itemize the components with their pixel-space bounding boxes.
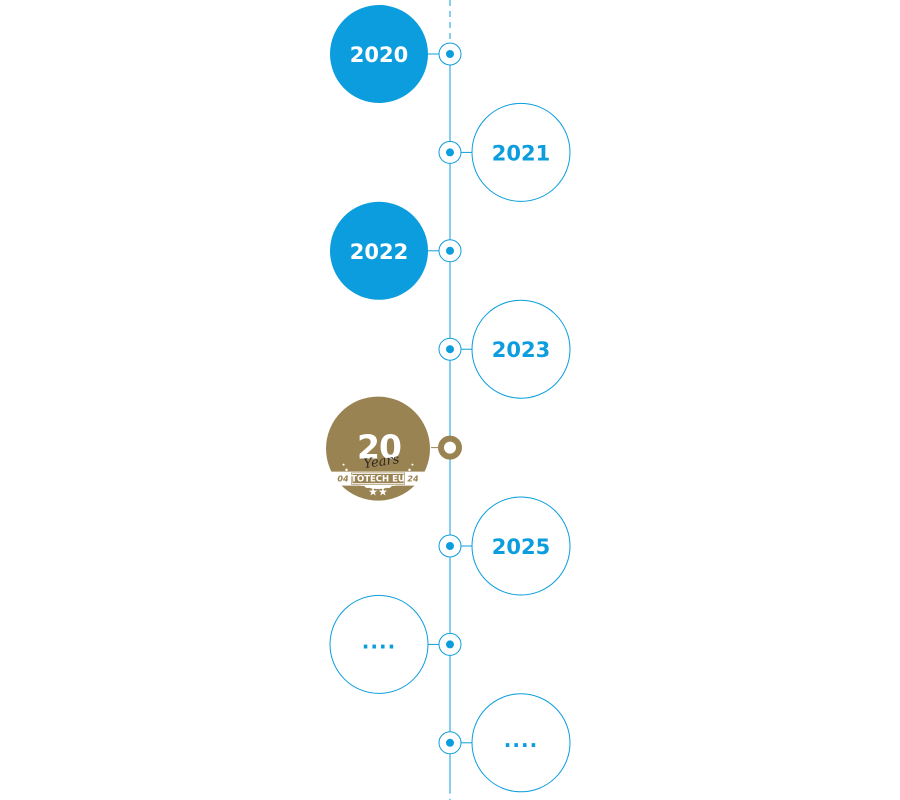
badge-years-word: Years <box>363 452 401 472</box>
year-circle[interactable] <box>471 496 571 596</box>
timeline-marker-dot <box>446 148 454 157</box>
year-label: 2022 <box>350 240 408 264</box>
year-label: 2021 <box>492 141 550 165</box>
timeline-item[interactable]: .... <box>329 594 462 694</box>
timeline-marker[interactable] <box>438 435 462 460</box>
timeline-item[interactable]: 2022 <box>330 201 462 300</box>
year-label: 2023 <box>492 338 550 362</box>
timeline-marker-dot <box>446 50 454 58</box>
badge-ribbon-center <box>351 472 405 485</box>
badge-laurel-dot <box>411 463 414 466</box>
timeline-item[interactable]: .... <box>438 693 571 793</box>
timeline-item[interactable]: 2023 <box>438 299 571 399</box>
badge-laurel-dot <box>342 463 345 466</box>
year-circle[interactable] <box>471 299 571 399</box>
year-label: 2020 <box>350 43 408 67</box>
timeline-item[interactable]: 2020 <box>330 5 462 103</box>
timeline-item[interactable]: 2021 <box>438 102 571 202</box>
badge-stars: ★★ <box>368 486 388 499</box>
year-circle[interactable] <box>330 5 428 103</box>
year-circle[interactable] <box>329 594 429 694</box>
year-label: 2025 <box>492 535 550 559</box>
year-circle[interactable] <box>471 102 571 202</box>
badge-number: 20 <box>357 428 401 467</box>
year-circle[interactable] <box>330 201 428 300</box>
year-label: .... <box>504 728 538 752</box>
badge-end-year: 24 <box>407 475 419 484</box>
badge-laurel-dot <box>408 468 411 472</box>
year-circle[interactable] <box>471 693 571 793</box>
badge-brand: TOTECH EU <box>351 475 405 485</box>
badge-start-year: 04 <box>337 475 349 484</box>
timeline-item[interactable]: 2025 <box>438 496 571 596</box>
timeline-marker-dot <box>446 246 454 255</box>
timeline-marker-dot <box>446 345 454 354</box>
badge-ribbon-frame <box>351 473 405 485</box>
timeline-marker-dot <box>446 738 454 747</box>
year-label: .... <box>362 629 396 653</box>
badge-laurel-dot <box>345 468 348 472</box>
timeline-marker-dot <box>446 640 454 649</box>
timeline-marker-dot <box>446 542 454 550</box>
